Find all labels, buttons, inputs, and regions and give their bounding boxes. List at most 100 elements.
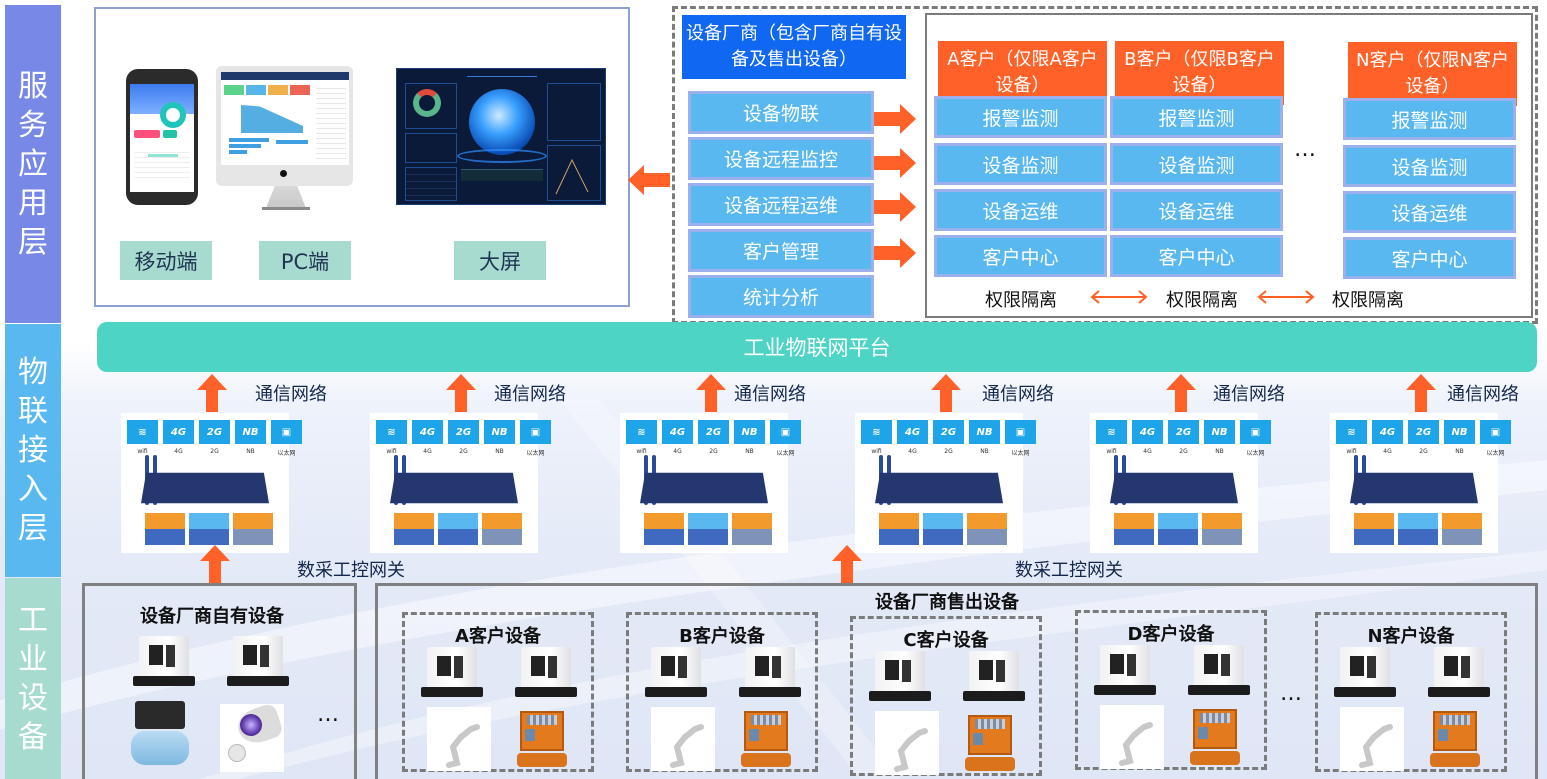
client-label-big-screen: 大屏 [454, 241, 546, 280]
cnc-machine-image [515, 647, 577, 699]
robot-arm-image [875, 711, 939, 775]
network-label: 通信网络 [255, 384, 327, 405]
more-customers-ellipsis: … [1294, 137, 1317, 162]
cnc-machine-image [227, 636, 289, 688]
gateway-label: 数采工控网关 [297, 560, 405, 581]
network-icon-label: 2G [709, 448, 718, 455]
client-label-pc: PC端 [259, 241, 351, 280]
ethernet-icon: ▣ [1240, 420, 1271, 444]
layer-label-char: 服 [18, 68, 48, 104]
industrial-pc-image [1110, 472, 1238, 504]
layer-label-char: 备 [18, 719, 48, 755]
monitor-stand [266, 186, 306, 208]
arrow-up-icon [1406, 374, 1436, 412]
customer-equipment-title: B客户设备 [679, 626, 765, 647]
arrow-up-icon [200, 545, 230, 585]
service-statistics: 统计分析 [688, 275, 874, 318]
network-icon-label: 4G [1143, 448, 1152, 455]
pc-app-image [216, 66, 353, 186]
arrow-up-icon [446, 374, 476, 412]
agv-robot-image [1190, 709, 1240, 767]
cnc-machine-image [1334, 647, 1396, 699]
vendor-own-equipment-group: 设备厂商自有设备 … [82, 583, 357, 779]
robot-arm-image [1100, 705, 1164, 769]
vendor-title: 设备厂商（包含厂商自有设备及售出设备） [682, 15, 906, 79]
network-icon-label: wifi [1106, 448, 1117, 455]
network-icon-label: 2G [459, 448, 468, 455]
2g-icon: 2G [1168, 420, 1199, 444]
cnc-machine-image [133, 636, 195, 688]
4g-icon: 4G [163, 420, 194, 444]
layer-bar-iot-access: 物联接入层 [5, 324, 61, 577]
2g-icon: 2G [448, 420, 479, 444]
ethernet-icon: ▣ [1005, 420, 1036, 444]
customer-n-device-maintenance: 设备运维 [1343, 191, 1516, 233]
more-customer-equipment-ellipsis: … [1280, 681, 1303, 706]
wifi-icon: ≋ [1096, 420, 1127, 444]
permission-isolation-label: 权限隔离 [1332, 290, 1404, 311]
io-modules-image [394, 513, 522, 545]
air-compressor-image [131, 701, 189, 773]
industrial-pc-image [875, 472, 1003, 504]
4g-icon: 4G [1372, 420, 1403, 444]
4g-icon: 4G [662, 420, 693, 444]
customer-a-alarm-monitoring: 报警监测 [934, 96, 1107, 138]
layer-label-char: 物 [18, 355, 48, 390]
nb-icon: NB [235, 420, 266, 444]
network-icon-label: 以太网 [776, 450, 795, 457]
wifi-icon: ≋ [626, 420, 657, 444]
network-icon-label: wifi [636, 448, 647, 455]
permission-isolation-label: 权限隔离 [1166, 290, 1238, 311]
network-icon-label: NB [980, 448, 989, 455]
arrow-up-icon [696, 374, 726, 412]
network-label: 通信网络 [494, 384, 566, 405]
network-icon-label: wifi [871, 448, 882, 455]
cnc-machine-image [645, 647, 707, 699]
nb-icon: NB [1444, 420, 1475, 444]
customer-equipment-group: C客户设备 [850, 616, 1042, 776]
customer-equipment-group: N客户设备 [1315, 612, 1507, 772]
io-modules-image [1114, 513, 1242, 545]
io-modules-image [644, 513, 772, 545]
layer-label-char: 工 [18, 602, 48, 638]
agv-robot-image [1430, 711, 1480, 769]
customer-a-device-monitoring: 设备监测 [934, 143, 1107, 185]
arrow-right-icon [874, 192, 916, 222]
double-arrow-icon [1090, 290, 1148, 304]
cnc-machine-image [1428, 647, 1490, 699]
cnc-machine-image [869, 651, 931, 703]
layer-label-char: 层 [18, 511, 48, 546]
customer-equipment-group: B客户设备 [626, 612, 818, 772]
network-icon-label: 4G [1383, 448, 1392, 455]
customer-n-alarm-monitoring: 报警监测 [1343, 98, 1516, 140]
agv-robot-image [965, 715, 1015, 773]
customer-b-header: B客户（仅限B客户设备） [1115, 41, 1284, 105]
ethernet-icon: ▣ [520, 420, 551, 444]
wifi-icon: ≋ [127, 420, 158, 444]
nb-icon: NB [969, 420, 1000, 444]
arrow-up-icon [832, 545, 862, 585]
network-icon-label: NB [1455, 448, 1464, 455]
network-label: 通信网络 [734, 384, 806, 405]
network-icon-label: 以太网 [277, 450, 296, 457]
customer-equipment-title: A客户设备 [455, 626, 541, 647]
layer-label-char: 联 [18, 394, 48, 429]
network-icon-label: 以太网 [1486, 450, 1505, 457]
customer-b-device-maintenance: 设备运维 [1110, 189, 1283, 231]
layer-label-char: 用 [18, 185, 48, 221]
industrial-pc-image [1350, 472, 1478, 504]
network-icon-label: 以太网 [526, 450, 545, 457]
gateway-label: 数采工控网关 [1015, 560, 1123, 581]
more-equipment-ellipsis: … [317, 702, 340, 727]
cnc-machine-image [963, 651, 1025, 703]
network-icon-label: 2G [944, 448, 953, 455]
customer-a-customer-center: 客户中心 [934, 235, 1107, 277]
